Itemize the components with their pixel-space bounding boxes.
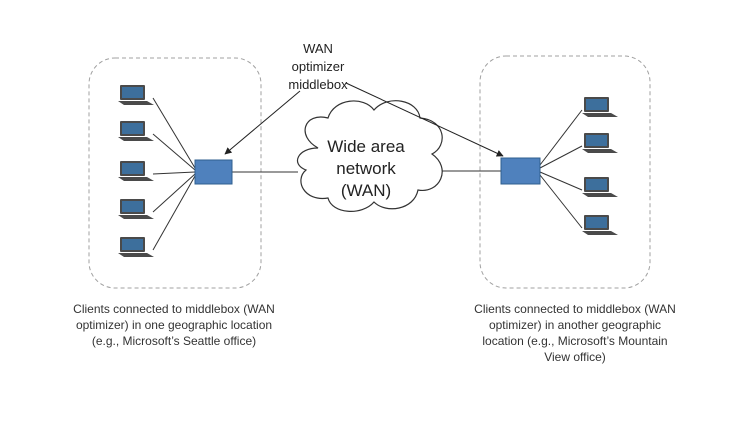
caption-line: (e.g., Microsoft’s Seattle office) xyxy=(91,334,257,348)
laptop-icon xyxy=(582,215,618,235)
laptop-icon xyxy=(118,161,154,181)
wan-optimizer-label: WAN optimizer middlebox xyxy=(268,40,368,94)
wan-optimizer-label-line: middlebox xyxy=(288,77,348,92)
wan-optimizer-label-line: WAN xyxy=(303,41,333,56)
wan-cloud-icon xyxy=(296,100,443,212)
laptop-icon xyxy=(582,177,618,197)
arrow-to-left-middlebox xyxy=(224,90,301,155)
right-location-boundary xyxy=(479,55,651,289)
wan-cloud-label-line: (WAN) xyxy=(340,181,392,200)
left-client-links xyxy=(152,97,196,251)
laptop-icon xyxy=(118,199,154,219)
laptop-icon xyxy=(118,121,154,141)
caption-line: View office) xyxy=(544,350,606,364)
caption-line: optimizer) in another geographic xyxy=(488,318,662,332)
laptop-icon xyxy=(582,97,618,117)
left-location-boundary xyxy=(88,57,262,289)
laptop-icon xyxy=(582,133,618,153)
wan-cloud-label-line: Wide area xyxy=(327,137,405,156)
caption-line: location (e.g., Microsoft’s Mountain xyxy=(482,334,668,348)
laptop-icon xyxy=(118,237,154,257)
arrow-to-right-middlebox xyxy=(345,82,504,157)
left-location-caption: Clients connected to middlebox (WAN opti… xyxy=(44,301,304,349)
wan-cloud-label-line: network xyxy=(336,159,396,178)
right-middlebox-box-icon xyxy=(500,157,541,185)
right-client-links xyxy=(539,109,583,229)
wan-cloud-label: Wide area network (WAN) xyxy=(306,136,426,202)
wan-optimizer-label-line: optimizer xyxy=(291,59,345,74)
right-location-caption: Clients connected to middlebox (WAN opti… xyxy=(440,301,710,365)
caption-line: Clients connected to middlebox (WAN xyxy=(73,302,275,316)
caption-line: Clients connected to middlebox (WAN xyxy=(474,302,676,316)
left-middlebox-box-icon xyxy=(194,159,233,185)
laptop-icon xyxy=(118,85,154,105)
caption-line: optimizer) in one geographic location xyxy=(75,318,273,332)
